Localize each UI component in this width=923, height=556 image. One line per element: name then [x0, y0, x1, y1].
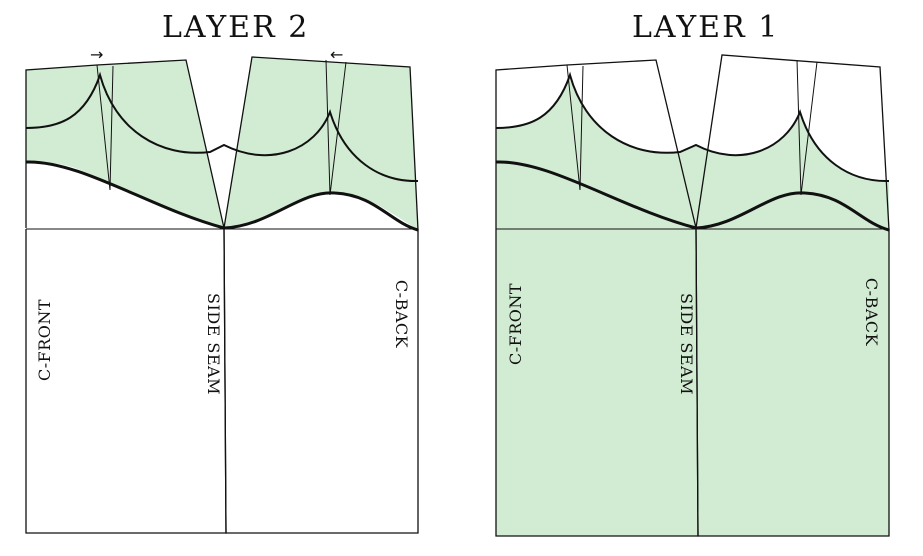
layer-1-back-panel — [695, 228, 890, 537]
layer-1-title: LAYER 1 — [632, 10, 780, 45]
layer-2-side-label: SIDE SEAM — [204, 293, 223, 395]
layer-1-side-label: SIDE SEAM — [677, 293, 696, 395]
arrow-right-icon: → — [90, 45, 103, 64]
layer-1-top-outline — [495, 54, 890, 231]
layer-2-upper-curve — [25, 71, 419, 183]
layer-1-front-dart — [566, 64, 584, 191]
layer-2-lower-curve — [25, 160, 419, 232]
layer-2-title: LAYER 2 — [162, 10, 310, 45]
layer-1-front-label: C-FRONT — [506, 283, 525, 365]
layer-2-diagram: → ← C-FRONT SIDE SEAM C-BACK — [25, 45, 419, 534]
layer-2-green-fill — [26, 57, 418, 230]
layer-2-back-panel — [223, 228, 419, 534]
layer-1-upper-curve — [495, 71, 890, 183]
layer-1-back-dart — [796, 59, 818, 196]
layer-1-back-label: C-BACK — [862, 278, 881, 347]
layer-2-back-dart — [325, 59, 347, 196]
layer-2-front-panel — [25, 228, 227, 534]
layer-2-front-label: C-FRONT — [35, 299, 54, 381]
arrow-left-icon: ← — [330, 45, 343, 64]
layer-1-lower-curve — [495, 160, 890, 232]
layer-1-diagram: C-FRONT SIDE SEAM C-BACK — [495, 54, 890, 537]
layer-2-back-label: C-BACK — [392, 280, 411, 349]
layer-2-front-dart — [96, 64, 114, 191]
layer-2-top-outline — [25, 56, 419, 231]
